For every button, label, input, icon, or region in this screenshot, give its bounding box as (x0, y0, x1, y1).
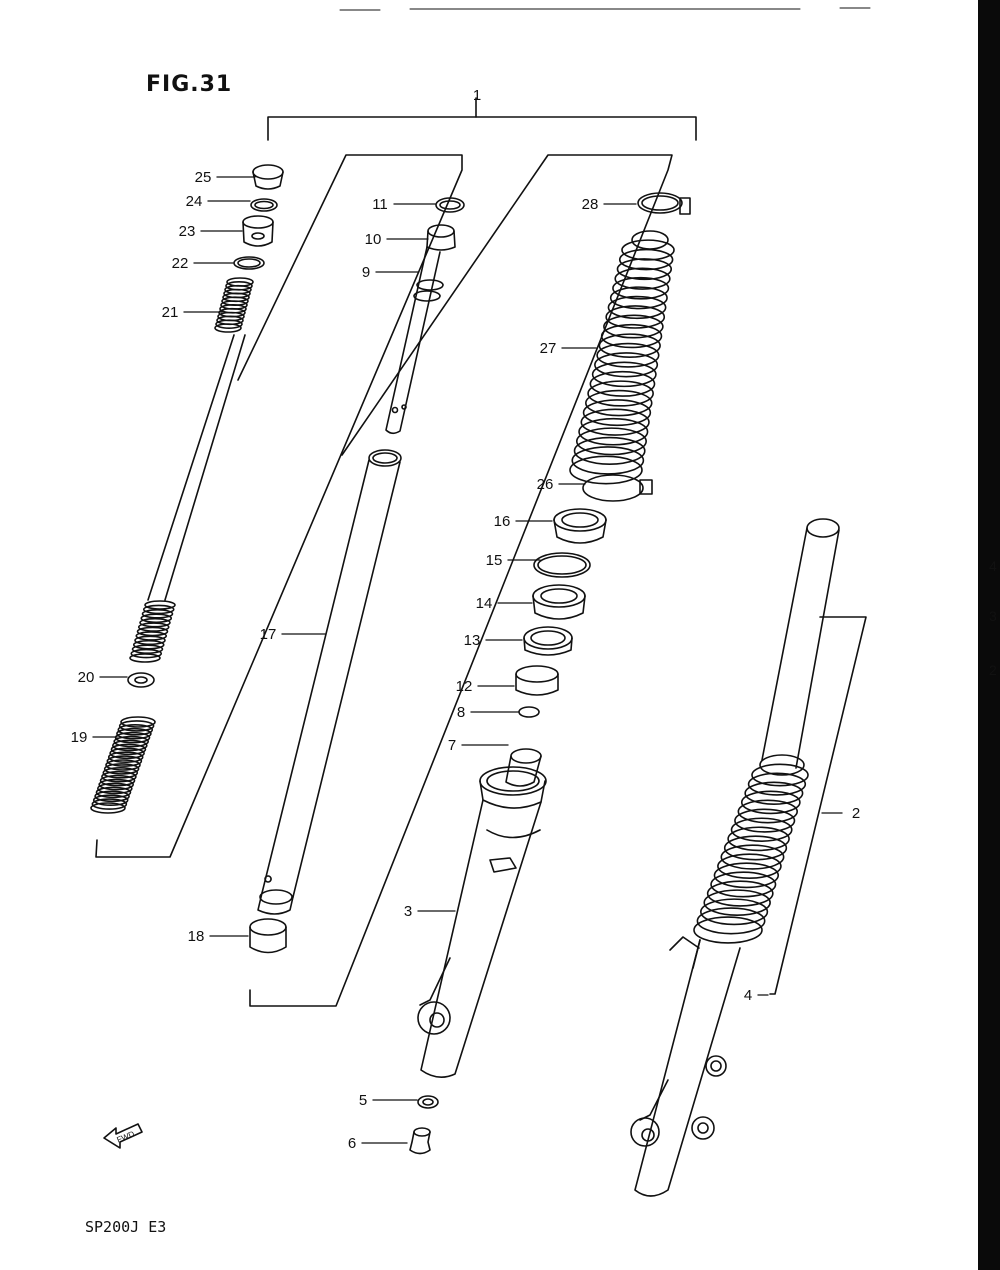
callout-number: 18 (188, 928, 205, 945)
callout-number: 2 (852, 805, 860, 822)
callout-number: 3 (404, 903, 412, 920)
oil-seal-14 (532, 584, 586, 620)
callout-number: 27 (540, 340, 557, 357)
callout-9: 9 (362, 264, 419, 281)
callout-number: 9 (362, 264, 370, 281)
callout-8: 8 (457, 704, 519, 721)
callout-2: 2 (821, 805, 860, 822)
spring-rod-lines (147, 334, 246, 601)
callout-14: 14 (476, 595, 533, 612)
boot-band-26 (582, 474, 653, 502)
spring-21 (214, 277, 254, 333)
spring-mid (129, 600, 176, 663)
callout-number: 5 (359, 1092, 367, 1109)
scan-top-edge (339, 7, 871, 11)
panel-right-outline (769, 616, 867, 995)
figure-title: FIG.31 (146, 72, 233, 97)
dust-seal-16 (553, 508, 607, 544)
callout-23: 23 (179, 223, 243, 240)
callout-number: 16 (494, 513, 511, 530)
spring-19 (90, 716, 156, 814)
callout-number: 10 (365, 231, 382, 248)
callout-number: 26 (537, 476, 554, 493)
callout-layer: 1234567891011121314151617181920212223242… (71, 87, 861, 1152)
washer-13 (523, 626, 573, 656)
fork-boot-right (693, 763, 809, 944)
callout-11: 11 (372, 196, 436, 213)
assembly-bracket (267, 97, 697, 141)
callout-12: 12 (456, 678, 515, 695)
gasket-5 (417, 1095, 439, 1109)
callout-17: 17 (260, 626, 326, 643)
cylinder-piece-7 (505, 748, 542, 787)
callout-number: 15 (486, 552, 503, 569)
callout-number: 24 (186, 193, 203, 210)
edge-label: 4 (989, 558, 997, 574)
callout-21: 21 (162, 304, 223, 321)
callout-20: 20 (78, 669, 128, 686)
callout-number: 21 (162, 304, 179, 321)
piston-ring-11 (435, 197, 465, 213)
model-code: SP200J E3 (85, 1218, 167, 1236)
callout-16: 16 (494, 513, 553, 530)
callout-19: 19 (71, 729, 118, 746)
callout-6: 6 (348, 1135, 408, 1152)
callout-4: 4 (744, 987, 769, 1004)
callout-10: 10 (365, 231, 429, 248)
callout-number: 13 (464, 632, 481, 649)
cap-bolt-23 (242, 215, 274, 247)
callout-number: 4 (744, 987, 752, 1004)
edge-label: 3 (989, 608, 997, 624)
callout-3: 3 (404, 903, 456, 920)
outer-tube-3 (417, 766, 547, 1078)
callout-15: 15 (486, 552, 541, 569)
fwd-label: FWD (115, 1129, 135, 1144)
bolt-6 (409, 1127, 431, 1155)
callout-number: 7 (448, 737, 456, 754)
callout-number: 6 (348, 1135, 356, 1152)
damper-rod-10 (385, 224, 456, 435)
callout-25: 25 (195, 169, 256, 186)
circlip-24 (250, 198, 278, 212)
callout-number: 25 (195, 169, 212, 186)
edge-label: 2 (989, 662, 997, 678)
callout-number: 12 (456, 678, 473, 695)
inner-tube-17 (257, 449, 402, 915)
callout-number: 23 (179, 223, 196, 240)
fork-boot-27 (569, 230, 675, 485)
callout-5: 5 (359, 1092, 418, 1109)
callout-27: 27 (540, 340, 597, 357)
callout-22: 22 (172, 255, 234, 272)
stopper-ring-15 (533, 552, 591, 578)
callout-number: 20 (78, 669, 95, 686)
callout-number: 28 (582, 196, 599, 213)
callout-7: 7 (448, 737, 509, 754)
callout-number: 22 (172, 255, 189, 272)
fork-assembly-2 (630, 518, 840, 1197)
panel-left-outline (95, 154, 463, 858)
boot-band-28 (637, 192, 691, 215)
callout-number: 11 (372, 196, 388, 213)
callout-13: 13 (464, 632, 523, 649)
callout-24: 24 (186, 193, 251, 210)
bushing-12 (515, 665, 559, 696)
callout-number: 1 (473, 87, 481, 104)
callout-1: 1 (473, 87, 481, 104)
callout-number: 17 (260, 626, 277, 643)
callout-number: 19 (71, 729, 88, 746)
cap-25 (252, 164, 284, 190)
callout-number: 14 (476, 595, 493, 612)
panel-middle-outline (249, 154, 673, 1007)
snap-ring-8 (518, 706, 540, 718)
scan-edge-bar (978, 0, 1000, 1270)
o-ring-22 (233, 256, 265, 270)
callout-number: 8 (457, 704, 465, 721)
callout-26: 26 (537, 476, 586, 493)
callout-28: 28 (582, 196, 637, 213)
spring-20-seat (127, 672, 155, 688)
callout-18: 18 (188, 928, 249, 945)
fwd-arrow-icon: FWD (103, 1123, 143, 1149)
slide-bushing-18 (249, 918, 287, 954)
